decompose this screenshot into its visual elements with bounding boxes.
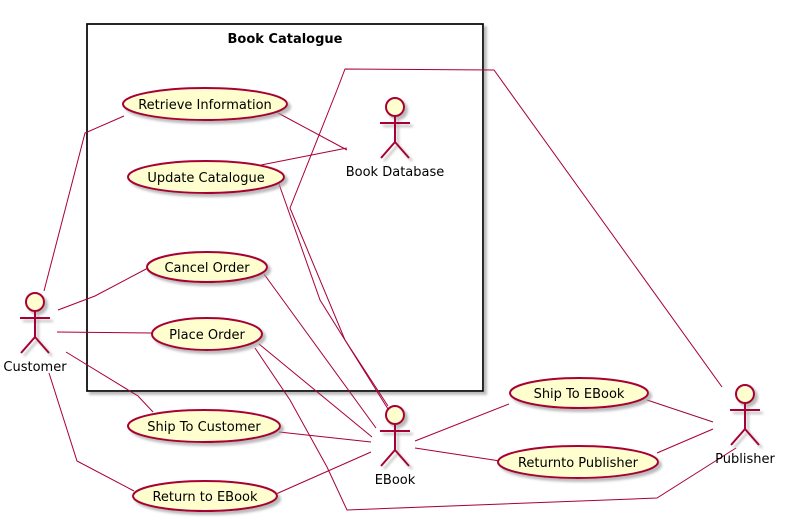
edge-place_order--ebook <box>258 343 373 438</box>
edge-return_to_ebook--ebook <box>275 451 372 495</box>
system-boundary-box <box>86 23 484 392</box>
usecase-label-ship_to_ebook: Ship To EBook <box>534 387 625 402</box>
usecase-cancel_order: Cancel Order <box>146 251 268 283</box>
actor-leg-left <box>380 449 396 467</box>
usecase-label-returnto_publisher: Returnto Publisher <box>518 456 639 471</box>
usecase-ellipse-ship_to_customer <box>127 409 281 443</box>
actor-label-publisher: Publisher <box>715 452 775 467</box>
usecase-ellipse-place_order <box>151 317 263 351</box>
actor-head <box>385 97 405 117</box>
system-boundary-title: Book Catalogue <box>227 32 342 47</box>
edge-ebook--publisher <box>289 68 723 407</box>
edge-customer--ship_to_customer <box>65 351 154 413</box>
usecase-returnto_publisher: Returnto Publisher <box>497 445 659 479</box>
usecase-label-retrieve_information: Retrieve Information <box>138 98 272 113</box>
edge-customer--cancel_order <box>57 267 149 311</box>
edge-update_catalogue--book_database <box>255 147 348 167</box>
edge-cancel_order--ebook <box>263 273 377 429</box>
usecase-update_catalogue: Update Catalogue <box>127 160 285 194</box>
actor-ebook: EBook <box>375 405 416 488</box>
usecase-label-update_catalogue: Update Catalogue <box>147 171 264 186</box>
usecase-ellipse-retrieve_information <box>122 87 288 121</box>
edge-ebook--returnto_publisher <box>414 447 501 462</box>
actor-figure-book_database <box>380 97 410 159</box>
edge-place_order--publisher <box>254 347 737 511</box>
edge-retrieve_information--book_database <box>277 112 348 151</box>
edge-update_catalogue--ebook <box>278 183 389 410</box>
usecase-label-cancel_order: Cancel Order <box>164 261 250 276</box>
edge-customer--retrieve_information <box>43 115 125 292</box>
edge-customer--place_order <box>56 331 153 334</box>
edge-ship_to_customer--ebook <box>278 431 372 443</box>
actor-leg-left <box>20 336 36 354</box>
usecase-place_order: Place Order <box>151 317 263 351</box>
actor-leg-right <box>34 336 50 354</box>
actor-leg-right <box>394 449 410 467</box>
actor-head <box>25 292 45 312</box>
actor-label-ebook: EBook <box>375 473 416 488</box>
usecase-ellipse-ship_to_ebook <box>509 377 649 409</box>
actor-figure-ebook <box>380 405 410 467</box>
edge-ebook--ship_to_ebook <box>414 403 510 442</box>
edge-ship_to_ebook--publisher <box>646 399 714 423</box>
actor-publisher: Publisher <box>715 384 775 467</box>
actor-leg-left <box>380 141 396 159</box>
actor-leg-left <box>730 428 746 446</box>
usecase-label-place_order: Place Order <box>169 328 245 343</box>
actor-leg-right <box>744 428 760 446</box>
actor-head <box>385 405 405 425</box>
actor-leg-right <box>394 141 410 159</box>
usecase-return_to_ebook: Return to EBook <box>132 480 278 512</box>
usecase-label-return_to_ebook: Return to EBook <box>152 490 257 505</box>
usecase-ellipse-return_to_ebook <box>132 480 278 512</box>
usecase-label-ship_to_customer: Ship To Customer <box>147 420 261 435</box>
usecase-ship_to_ebook: Ship To EBook <box>509 377 649 409</box>
actor-figure-customer <box>20 292 50 354</box>
edge-returnto_publisher--publisher <box>656 428 714 454</box>
edge-customer--return_to_ebook <box>48 372 135 492</box>
actor-label-book_database: Book Database <box>346 165 445 180</box>
actor-head <box>735 384 755 404</box>
usecase-ellipse-cancel_order <box>146 251 268 283</box>
usecase-ellipse-returnto_publisher <box>497 445 659 479</box>
actor-figure-publisher <box>730 384 760 446</box>
actor-book_database: Book Database <box>346 97 445 180</box>
usecase-ellipse-update_catalogue <box>127 160 285 194</box>
actor-label-customer: Customer <box>3 360 67 375</box>
actor-customer: Customer <box>3 292 67 375</box>
usecase-retrieve_information: Retrieve Information <box>122 87 288 121</box>
usecase-ship_to_customer: Ship To Customer <box>127 409 281 443</box>
